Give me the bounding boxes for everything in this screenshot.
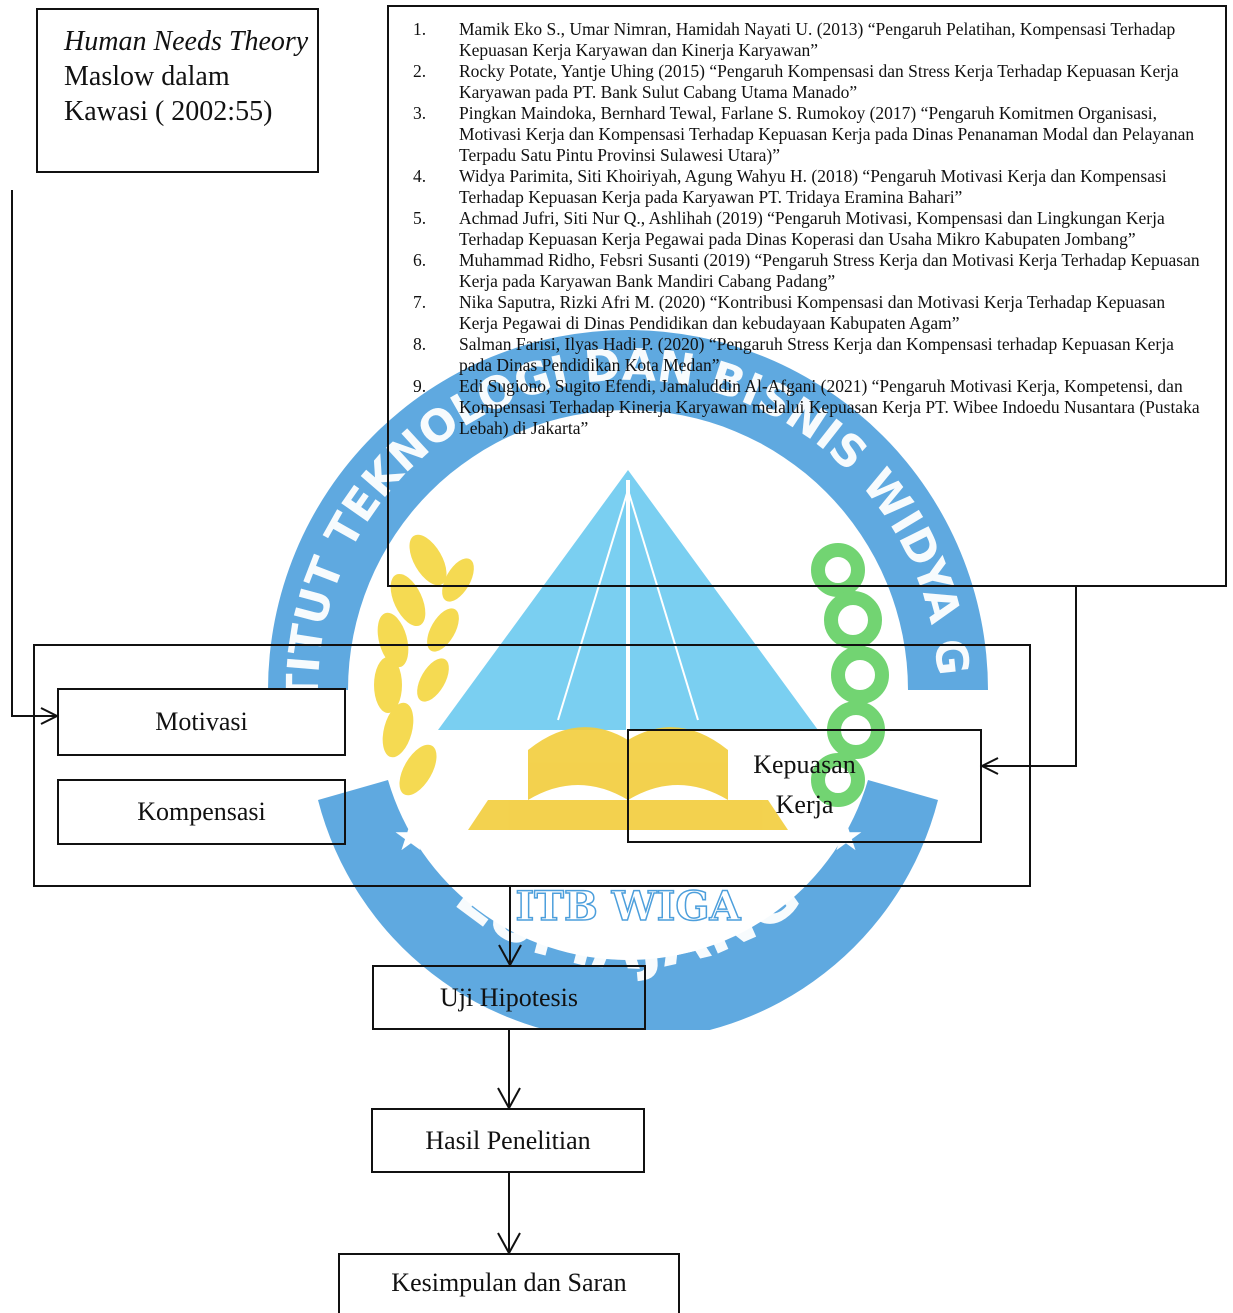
- rice-icon: [374, 534, 474, 796]
- kepuasan-label-line1: Kepuasan: [753, 750, 856, 779]
- reference-item: 2. Rocky Potate, Yantje Uhing (2015) “Pen…: [409, 61, 1205, 103]
- reference-number: 4.: [413, 166, 427, 186]
- reference-item: 5. Achmad Jufri, Siti Nur Q., Ashlihah (2…: [409, 208, 1205, 250]
- reference-text: Mamik Eko S., Umar Nimran, Hamidah Nayat…: [459, 19, 1176, 60]
- connector-theory-motivasi: [11, 190, 57, 717]
- references-box: 1. Mamik Eko S., Umar Nimran, Hamidah Nay…: [387, 5, 1227, 587]
- reference-text: Salman Farisi, Ilyas Hadi P. (2020) “Pen…: [459, 334, 1174, 375]
- reference-number: 5.: [413, 208, 427, 228]
- reference-number: 3.: [413, 103, 427, 123]
- kesimpulan-node: Kesimpulan dan Saran: [338, 1253, 680, 1313]
- star-icon: ★: [828, 814, 864, 860]
- reference-item: 7. Nika Saputra, Rizki Afri M. (2020) “Ko…: [409, 292, 1205, 334]
- reference-number: 9.: [413, 376, 427, 396]
- reference-number: 2.: [413, 61, 427, 81]
- variables-group-box: [33, 644, 1031, 887]
- reference-text: Rocky Potate, Yantje Uhing (2015) “Penga…: [459, 61, 1179, 102]
- reference-item: 1. Mamik Eko S., Umar Nimran, Hamidah Nay…: [409, 19, 1205, 61]
- reference-item: 4. Widya Parimita, Siti Khoiriyah, Agung …: [409, 166, 1205, 208]
- theory-box: Human Needs Theory Maslow dalam Kawasi (…: [36, 8, 319, 173]
- uji-hipotesis-node: Uji Hipotesis: [372, 965, 646, 1030]
- theory-line: Maslow dalam: [64, 61, 230, 92]
- motivasi-node: Motivasi: [57, 688, 346, 756]
- reference-number: 7.: [413, 292, 427, 312]
- watermark-ring: [268, 330, 988, 690]
- reference-text: Nika Saputra, Rizki Afri M. (2020) “Kont…: [459, 292, 1166, 333]
- kepuasan-kerja-node: Kepuasan Kerja: [627, 729, 982, 843]
- reference-text: Muhammad Ridho, Febsri Susanti (2019) “P…: [459, 250, 1200, 291]
- kompensasi-node: Kompensasi: [57, 779, 346, 845]
- theory-title: Human Needs Theory: [64, 26, 309, 57]
- reference-text: Widya Parimita, Siti Khoiriyah, Agung Wa…: [459, 166, 1167, 207]
- reference-item: 3. Pingkan Maindoka, Bernhard Tewal, Farl…: [409, 103, 1205, 166]
- watermark-inner-text: ITB WIGA: [515, 883, 741, 930]
- star-icon: ★: [393, 814, 429, 860]
- watermark-logo: INSTITUT TEKNOLOGI DAN BISNIS WIDYA GAMA…: [228, 330, 988, 1030]
- reference-list: 1. Mamik Eko S., Umar Nimran, Hamidah Nay…: [409, 19, 1205, 439]
- hasil-penelitian-node: Hasil Penelitian: [371, 1108, 645, 1173]
- reference-text: Pingkan Maindoka, Bernhard Tewal, Farlan…: [459, 103, 1195, 165]
- reference-text: Edi Sugiono, Sugito Efendi, Jamaluddin A…: [459, 376, 1200, 438]
- theory-line: Kawasi ( 2002:55): [64, 96, 273, 127]
- reference-item: 9. Edi Sugiono, Sugito Efendi, Jamaluddin…: [409, 376, 1205, 439]
- reference-number: 6.: [413, 250, 427, 270]
- reference-number: 1.: [413, 19, 427, 39]
- connector-refs-kepuasan: [982, 587, 1077, 767]
- reference-item: 6. Muhammad Ridho, Febsri Susanti (2019) …: [409, 250, 1205, 292]
- kepuasan-label-line2: Kerja: [775, 790, 834, 819]
- arrowhead-icon: [979, 757, 999, 775]
- reference-item: 8. Salman Farisi, Ilyas Hadi P. (2020) “P…: [409, 334, 1205, 376]
- reference-text: Achmad Jufri, Siti Nur Q., Ashlihah (201…: [459, 208, 1165, 249]
- reference-number: 8.: [413, 334, 427, 354]
- watermark-ring-bottom: [318, 780, 938, 1030]
